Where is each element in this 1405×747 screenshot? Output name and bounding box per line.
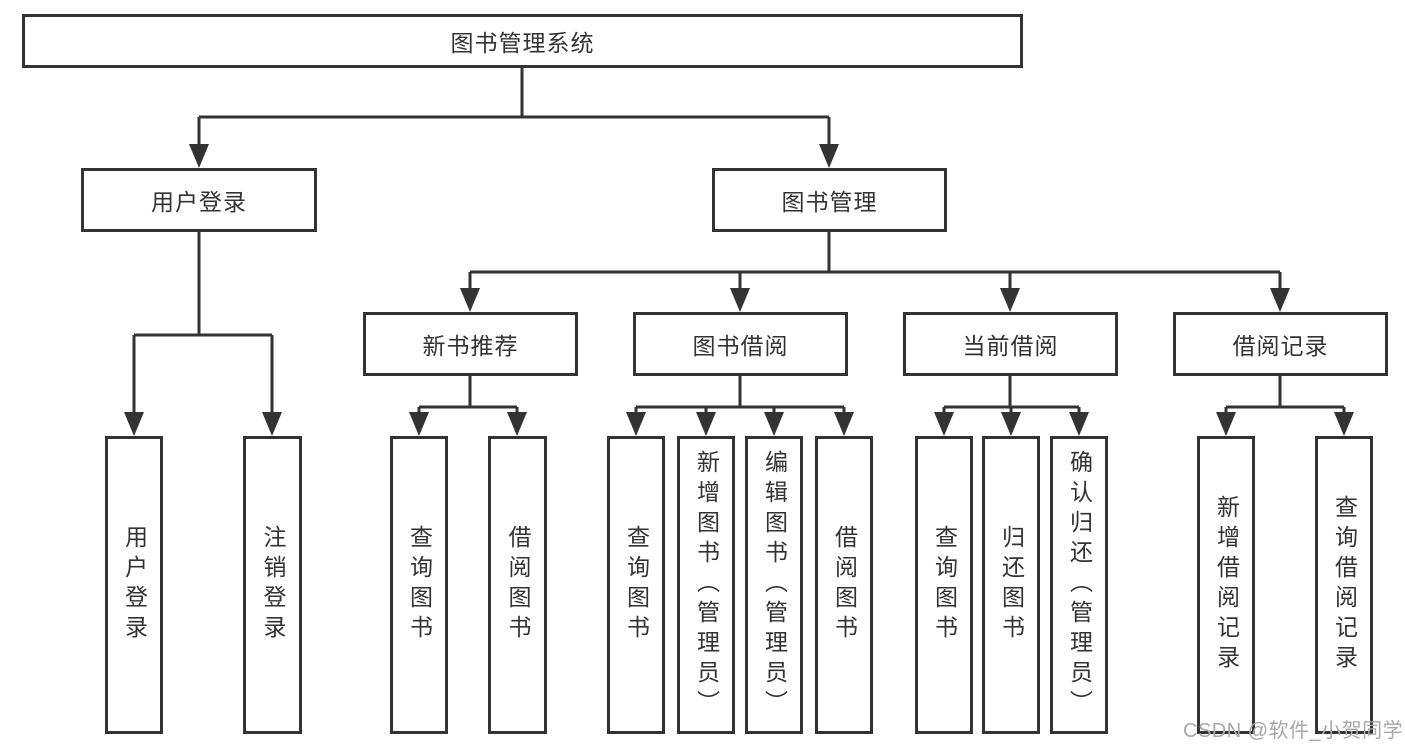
node-borrow-records-label: 借阅记录 bbox=[1232, 333, 1329, 359]
node-new-book-recommend: 新书推荐 bbox=[363, 312, 578, 376]
leaf-query-books-current: 查询图书 bbox=[915, 436, 973, 734]
connector-user-login-children bbox=[132, 232, 274, 414]
leaf-user-login-label: 用户登录 bbox=[121, 525, 148, 645]
leaf-confirm-return-admin: 确认归还（管理员） bbox=[1050, 436, 1108, 734]
connector-book-management-children bbox=[468, 232, 1282, 290]
node-current-borrow-label: 当前借阅 bbox=[962, 333, 1059, 359]
connector-borrow-records-children bbox=[1224, 376, 1346, 414]
leaf-query-borrow-record: 查询借阅记录 bbox=[1315, 436, 1373, 734]
leaf-query-books-borrow-label: 查询图书 bbox=[623, 525, 650, 645]
leaf-add-borrow-record-label: 新增借阅记录 bbox=[1213, 495, 1240, 675]
leaf-edit-book-admin: 编辑图书（管理员） bbox=[745, 436, 803, 734]
node-user-login: 用户登录 bbox=[81, 168, 317, 232]
leaf-edit-book-admin-label: 编辑图书（管理员） bbox=[761, 450, 788, 720]
leaf-logout: 注销登录 bbox=[243, 436, 302, 734]
connector-book-borrow-children bbox=[634, 376, 846, 414]
leaf-return-book: 归还图书 bbox=[982, 436, 1040, 734]
leaf-borrow-books-label: 借阅图书 bbox=[831, 525, 858, 645]
node-borrow-records: 借阅记录 bbox=[1173, 312, 1388, 376]
node-book-borrow: 图书借阅 bbox=[633, 312, 848, 376]
leaf-borrow-books: 借阅图书 bbox=[815, 436, 873, 734]
leaf-query-books-recommend: 查询图书 bbox=[390, 436, 448, 734]
connector-current-borrow-children bbox=[942, 376, 1081, 414]
leaf-query-books-recommend-label: 查询图书 bbox=[406, 525, 433, 645]
node-book-management: 图书管理 bbox=[712, 168, 947, 232]
leaf-return-book-label: 归还图书 bbox=[998, 525, 1025, 645]
leaf-query-books-borrow: 查询图书 bbox=[607, 436, 665, 734]
node-book-borrow-label: 图书借阅 bbox=[692, 333, 789, 359]
leaf-add-borrow-record: 新增借阅记录 bbox=[1197, 436, 1255, 734]
leaf-query-borrow-record-label: 查询借阅记录 bbox=[1331, 495, 1358, 675]
leaf-borrow-books-recommend: 借阅图书 bbox=[488, 436, 547, 734]
leaf-logout-label: 注销登录 bbox=[260, 525, 286, 645]
node-book-management-label: 图书管理 bbox=[781, 189, 878, 215]
node-library-system-label: 图书管理系统 bbox=[450, 30, 595, 56]
node-user-login-label: 用户登录 bbox=[151, 189, 247, 215]
watermark: CSDN @软件_小贺同学 bbox=[1183, 720, 1404, 742]
node-library-system: 图书管理系统 bbox=[22, 14, 1023, 68]
leaf-borrow-books-recommend-label: 借阅图书 bbox=[505, 525, 531, 645]
leaf-query-books-current-label: 查询图书 bbox=[931, 525, 958, 645]
connector-new-book-children bbox=[417, 376, 519, 414]
leaf-add-book-admin-label: 新增图书（管理员） bbox=[693, 450, 720, 720]
node-current-borrow: 当前借阅 bbox=[903, 312, 1118, 376]
connector-root-to-level2 bbox=[197, 68, 831, 146]
node-new-book-recommend-label: 新书推荐 bbox=[422, 333, 519, 359]
leaf-confirm-return-admin-label: 确认归还（管理员） bbox=[1066, 450, 1093, 720]
leaf-user-login: 用户登录 bbox=[105, 436, 163, 734]
leaf-add-book-admin: 新增图书（管理员） bbox=[677, 436, 735, 734]
